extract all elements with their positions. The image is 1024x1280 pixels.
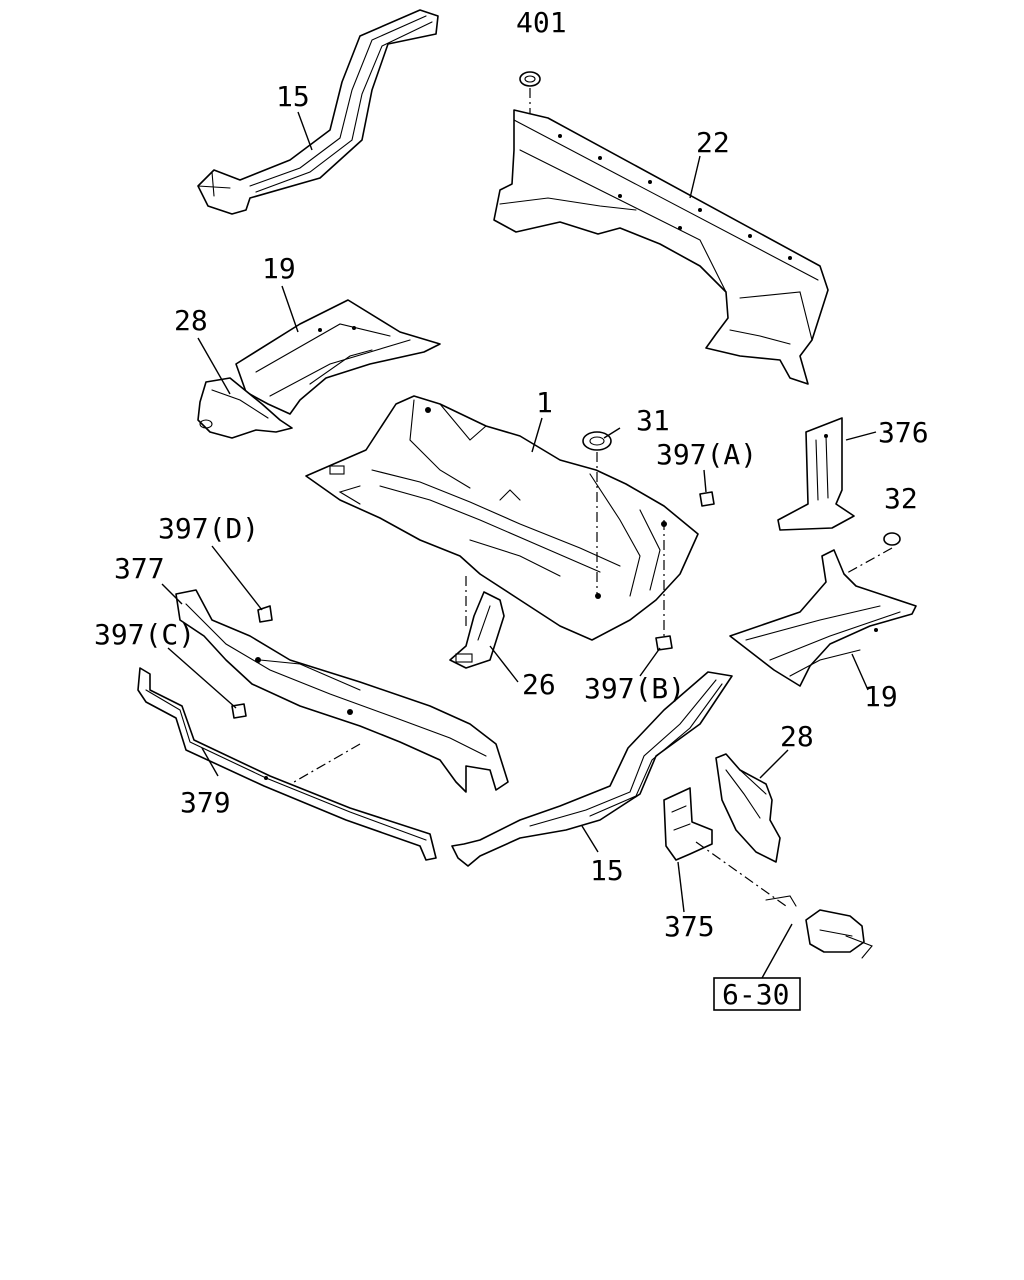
callout-28-right: 28 [780, 720, 814, 753]
callout-15-top: 15 [276, 80, 310, 113]
callout-397c: 397(C) [94, 618, 195, 651]
callout-397a: 397(A) [656, 438, 757, 471]
part-376-bracket [777, 417, 855, 531]
callout-379: 379 [180, 786, 231, 819]
callout-28-top: 28 [174, 304, 208, 337]
callout-377: 377 [114, 552, 165, 585]
reference-6-30[interactable]: 6-30 [713, 977, 801, 1011]
part-28-right-bracket [715, 753, 781, 863]
callout-32: 32 [884, 482, 918, 515]
callout-376: 376 [878, 416, 929, 449]
callout-31: 31 [636, 404, 670, 437]
callout-401: 401 [516, 6, 567, 39]
part-22-crossmember [493, 109, 829, 385]
part-397b-clip [655, 635, 673, 651]
part-379-bar [137, 667, 437, 861]
part-15-bottom-rail [451, 671, 733, 867]
callout-375: 375 [664, 910, 715, 943]
part-401-clip [519, 71, 541, 116]
reference-box[interactable] [713, 977, 801, 1011]
callout-labels: 401 15 22 19 28 1 31 397(A) 376 32 397(D… [94, 6, 929, 943]
part-6-30-mount [765, 895, 873, 959]
part-19-right-floor [729, 549, 917, 687]
callout-397d: 397(D) [158, 512, 259, 545]
callout-26: 26 [522, 668, 556, 701]
callout-397b: 397(B) [584, 672, 685, 705]
part-1-floor-panel [305, 395, 699, 641]
reference-label: 6-30 [722, 978, 789, 1011]
part-19-left-floor [235, 299, 441, 415]
part-15-top-rail [197, 9, 439, 215]
callout-1: 1 [536, 386, 553, 419]
part-26-support [449, 576, 505, 669]
callout-22: 22 [696, 126, 730, 159]
part-375-bracket [663, 787, 787, 907]
callout-19-right: 19 [864, 680, 898, 713]
part-31-grommet [582, 431, 612, 594]
callout-19-top: 19 [262, 252, 296, 285]
part-28-left-bracket [197, 377, 293, 439]
leader-lines [161, 111, 877, 979]
callout-15-bottom: 15 [590, 854, 624, 887]
part-397a-clip [663, 491, 715, 636]
part-377-crossmember [175, 589, 509, 793]
